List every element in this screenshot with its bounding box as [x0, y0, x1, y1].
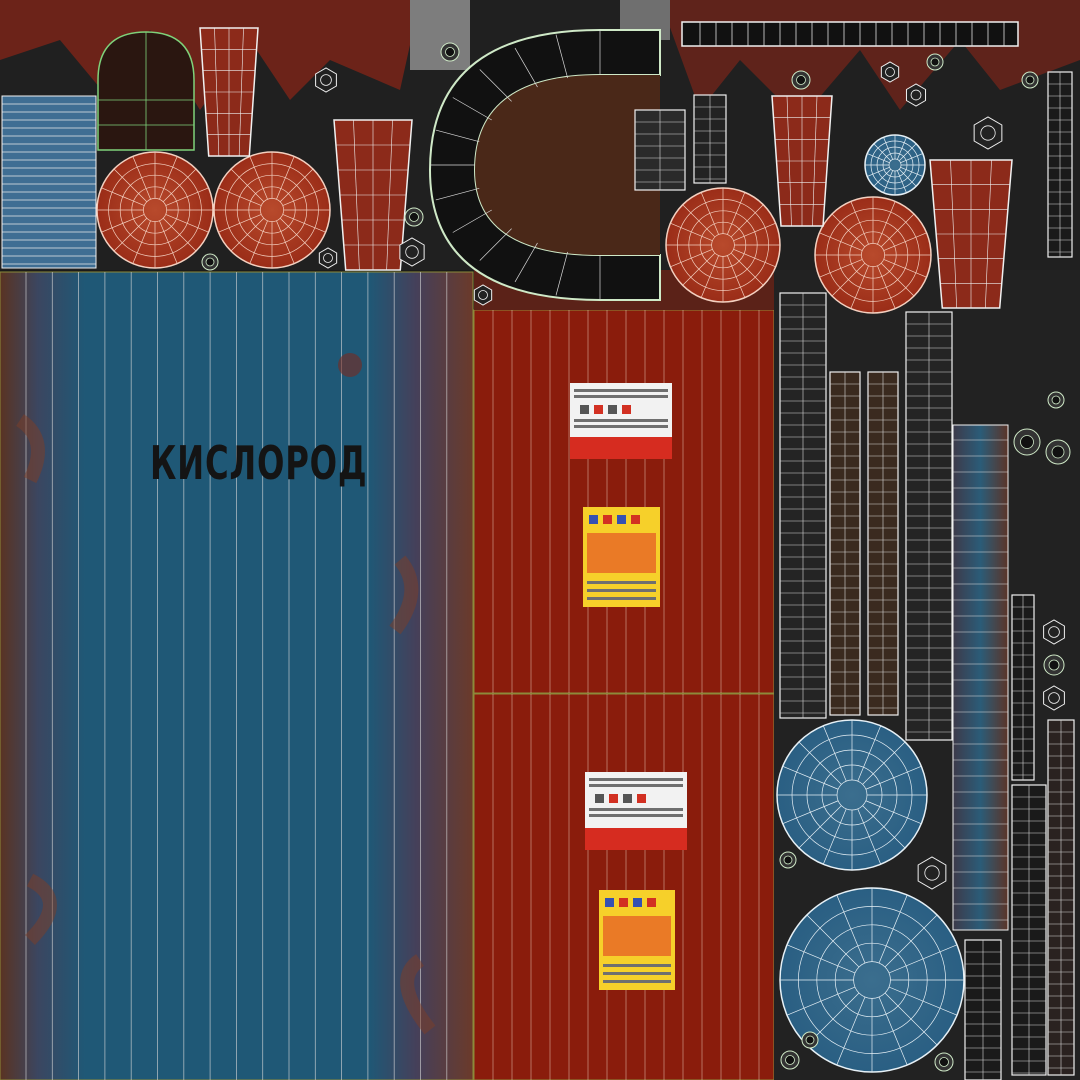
- hex-nut: [973, 116, 1003, 150]
- hex-nut: [1043, 685, 1065, 711]
- hex-nut: [1043, 619, 1065, 645]
- blue-strip-topleft: [1, 95, 97, 269]
- dome-shape: [97, 31, 195, 151]
- hex-nut: [880, 61, 900, 83]
- hex-nut: [318, 247, 338, 269]
- extinguisher-panel-top: [473, 309, 775, 694]
- oxygen-panel: [0, 271, 474, 1080]
- instruction-label-white-top: [570, 383, 672, 459]
- hex-nut: [917, 856, 947, 890]
- blue-side-strip: [952, 424, 1009, 931]
- hex-nut: [473, 284, 493, 306]
- instruction-label-yellow-top: [583, 507, 660, 607]
- hex-nut: [399, 237, 425, 267]
- cup-parts: [199, 27, 1013, 309]
- hex-nut: [905, 83, 927, 107]
- small-parts: [201, 42, 1071, 1072]
- instruction-label-yellow-bottom: [599, 890, 675, 990]
- instruction-label-white-bottom: [585, 772, 687, 850]
- hex-nut: [315, 67, 337, 93]
- extinguisher-panel-bottom: [473, 693, 775, 1080]
- horseshoe-handle: [428, 29, 661, 301]
- disc-group-rust: [96, 151, 932, 314]
- disc-group-blue: [776, 134, 965, 1073]
- top-bar: [681, 21, 1019, 47]
- oxygen-stencil-label: КИСЛОРОД: [150, 436, 368, 490]
- wire-strips: [634, 71, 1075, 1080]
